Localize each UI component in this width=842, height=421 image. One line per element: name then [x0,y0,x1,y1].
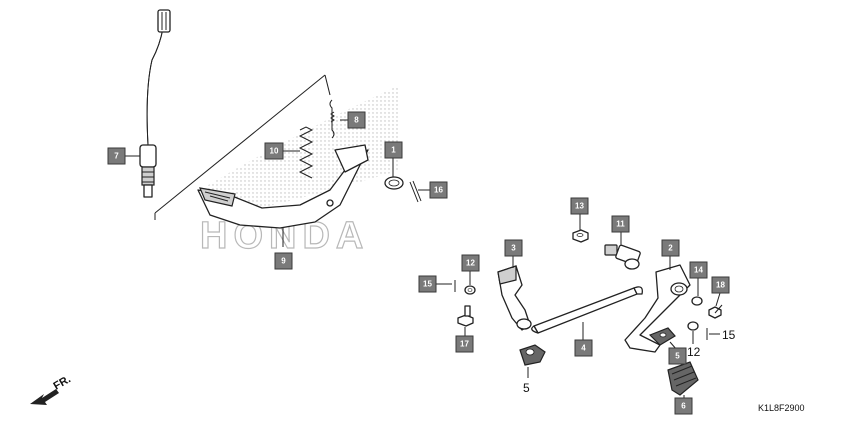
part-tag-15: 15 [418,275,437,293]
svg-text:10: 10 [270,147,279,156]
svg-text:13: 13 [575,202,584,211]
svg-text:9: 9 [281,257,286,266]
part-2-shift-pedal [624,264,691,353]
svg-text:12: 12 [466,259,475,268]
part-6-pedal-rubber [667,361,699,396]
brake-group-outline [154,74,331,220]
part-tag-16: 16 [429,181,448,199]
part-tag-2: 2 [661,239,680,257]
part-1-ring-clip [384,176,404,190]
diagram-code: K1L8F2900 [758,403,805,413]
svg-text:1: 1 [391,146,396,155]
part-tag-3: 3 [504,239,523,257]
part-tag-10: 10 [264,142,284,160]
svg-text:8: 8 [354,116,359,125]
part-tag-14: 14 [689,261,708,279]
part-tag-5: 5 [668,347,687,365]
part-5-pivot-left [519,344,546,366]
svg-text:17: 17 [460,340,469,349]
part-11-pivot-bolt [604,244,641,270]
front-label: FR. [52,373,73,392]
arrow-icon [30,389,59,405]
part-tag-7: 7 [107,147,126,165]
part-tag-9: 9 [274,252,293,270]
part-tag-11: 11 [611,215,630,233]
svg-text:5: 5 [675,352,680,361]
svg-text:14: 14 [694,266,703,275]
part-12-washer-right [687,321,699,331]
part-tag-18: 18 [711,276,730,294]
part-14-washer [691,296,703,306]
part-3-shift-arm [497,265,532,331]
part-tag-17: 17 [455,335,474,353]
part-4-shift-rod [531,286,643,334]
part-8-spring [329,99,335,139]
part-tag-8: 8 [347,111,366,129]
svg-text:7: 7 [114,152,119,161]
svg-text:4: 4 [581,344,586,353]
label-15: 15 [722,328,736,342]
part-17-bolt [457,305,474,327]
part-7-stop-switch [139,9,171,198]
part-16-cotter-pin [409,180,422,203]
svg-text:16: 16 [434,186,443,195]
svg-text:18: 18 [716,281,725,290]
part-12-washer-left [464,285,476,295]
leader-lines [125,119,721,398]
label-12: 12 [687,345,701,359]
part-tag-13: 13 [570,197,589,215]
part-9-brake-pedal [197,144,369,229]
svg-text:2: 2 [668,244,673,253]
front-direction-arrow: FR. [30,373,73,405]
svg-text:6: 6 [681,402,686,411]
part-13-nut [572,229,589,243]
part-18-bolt [708,304,723,319]
honda-wing-watermark: HONDA [199,85,400,258]
part-tag-1: 1 [384,141,403,159]
part-tag-4: 4 [574,339,593,357]
svg-text:11: 11 [616,220,625,229]
part-tag-12-left: 12 [461,254,480,272]
part-5-pivot-right [648,327,676,346]
label-5: 5 [523,381,530,395]
part-tag-6: 6 [674,397,693,415]
part-10-spring [298,126,314,179]
svg-text:15: 15 [423,280,432,289]
svg-text:3: 3 [511,244,516,253]
